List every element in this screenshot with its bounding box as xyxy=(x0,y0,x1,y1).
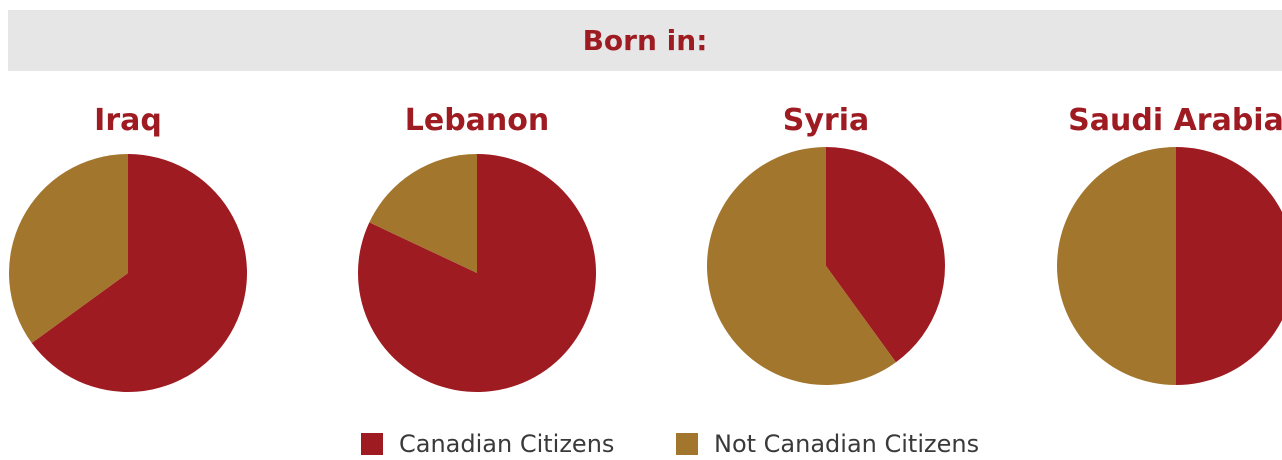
legend-swatch-canadian-citizens xyxy=(361,433,383,455)
pie-chart-saudi-arabia: Saudi Arabia xyxy=(1057,103,1282,385)
page-title: Born in: xyxy=(582,24,708,57)
legend-swatch-not-canadian-citizens xyxy=(676,433,698,455)
chart-title-lebanon: Lebanon xyxy=(405,103,550,138)
legend-label-not-canadian-citizens: Not Canadian Citizens xyxy=(714,430,980,458)
chart-title-iraq: Iraq xyxy=(94,103,162,138)
pie-slice-lebanon-canadian-citizens xyxy=(358,154,597,392)
pie-slice-iraq-canadian-citizens xyxy=(31,154,248,392)
pie-chart-syria: Syria xyxy=(706,103,945,386)
pie-slice-saudi-arabia-not-canadian-citizens xyxy=(1057,147,1176,385)
pie-slice-lebanon-not-canadian-citizens xyxy=(369,154,477,273)
pie-slice-syria-canadian-citizens xyxy=(826,147,945,363)
pie-chart-lebanon: Lebanon xyxy=(358,103,597,392)
pie-slice-iraq-not-canadian-citizens xyxy=(9,154,129,343)
chart-title-saudi-arabia: Saudi Arabia xyxy=(1068,103,1282,138)
legend-item-not-canadian-citizens: Not Canadian Citizens xyxy=(676,430,980,458)
pie-slice-syria-not-canadian-citizens xyxy=(706,147,896,386)
pie-slice-saudi-arabia-canadian-citizens xyxy=(1176,147,1282,385)
chart-title-syria: Syria xyxy=(783,103,869,138)
header-band: Born in: xyxy=(8,10,1282,71)
legend: Canadian Citizens Not Canadian Citizens xyxy=(0,426,1282,460)
legend-item-canadian-citizens: Canadian Citizens xyxy=(361,430,615,458)
legend-label-canadian-citizens: Canadian Citizens xyxy=(399,430,615,458)
pie-chart-iraq: Iraq xyxy=(9,103,248,392)
